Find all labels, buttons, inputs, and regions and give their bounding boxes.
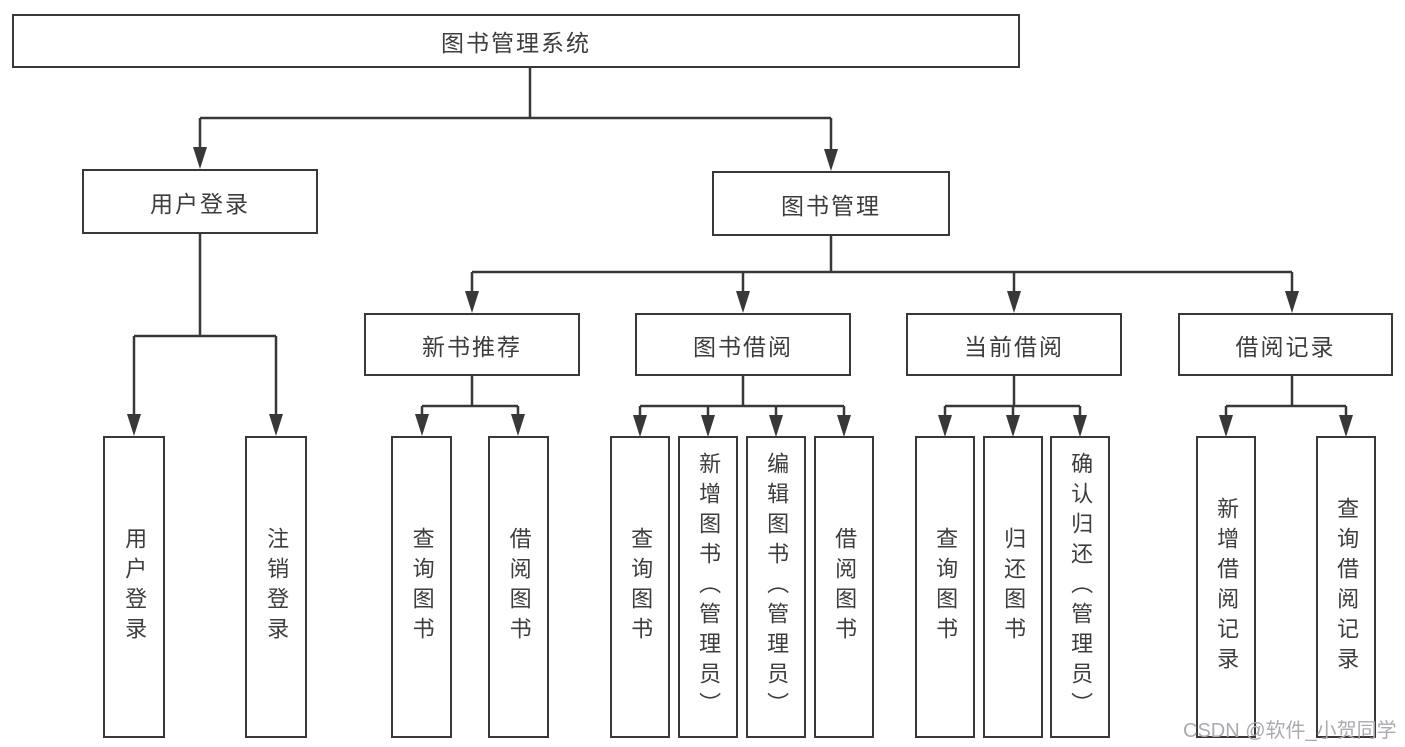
- leaf-user-login: 用户登录: [103, 436, 165, 738]
- node-current-borrow: 当前借阅: [906, 313, 1122, 376]
- leaf-query-books-recommend: 查询图书: [391, 436, 452, 738]
- node-book-borrow-label: 图书借阅: [693, 333, 793, 360]
- csdn-watermark: CSDN @软件_小贺同学: [1183, 720, 1397, 742]
- leaf-query-books-current-label: 查询图书: [933, 527, 959, 647]
- leaf-confirm-return-admin: 确认归还（管理员）: [1050, 436, 1110, 738]
- leaf-query-borrow-record-label: 查询借阅记录: [1334, 497, 1360, 677]
- leaf-add-borrow-record: 新增借阅记录: [1196, 436, 1256, 738]
- node-book-management-label: 图书管理: [781, 192, 881, 219]
- leaf-query-books-current: 查询图书: [915, 436, 975, 738]
- leaf-borrow-books-recommend: 借阅图书: [488, 436, 549, 738]
- node-borrow-records: 借阅记录: [1178, 313, 1393, 376]
- leaf-return-book-label: 归还图书: [1001, 527, 1027, 647]
- leaf-logout: 注销登录: [245, 436, 307, 738]
- node-user-login-label: 用户登录: [150, 190, 250, 217]
- leaf-query-borrow-record: 查询借阅记录: [1316, 436, 1376, 738]
- node-borrow-records-label: 借阅记录: [1235, 333, 1336, 360]
- node-new-book-recommend: 新书推荐: [364, 313, 580, 376]
- node-current-borrow-label: 当前借阅: [964, 333, 1064, 360]
- leaf-add-book-admin-label: 新增图书（管理员）: [696, 452, 722, 722]
- leaf-confirm-return-admin-label: 确认归还（管理员）: [1068, 452, 1094, 722]
- leaf-return-book: 归还图书: [983, 436, 1043, 738]
- leaf-logout-label: 注销登录: [264, 527, 290, 647]
- leaf-query-books-recommend-label: 查询图书: [409, 527, 435, 647]
- leaf-add-book-admin: 新增图书（管理员）: [678, 436, 738, 738]
- node-library-system-label: 图书管理系统: [441, 30, 591, 56]
- node-user-login: 用户登录: [82, 169, 318, 234]
- leaf-add-borrow-record-label: 新增借阅记录: [1214, 497, 1240, 677]
- node-new-book-recommend-label: 新书推荐: [422, 333, 522, 360]
- leaf-edit-book-admin-label: 编辑图书（管理员）: [764, 452, 790, 722]
- leaf-borrow-books: 借阅图书: [814, 436, 874, 738]
- leaf-edit-book-admin: 编辑图书（管理员）: [746, 436, 806, 738]
- node-book-management: 图书管理: [712, 171, 950, 236]
- leaf-query-books-borrow: 查询图书: [610, 436, 670, 738]
- node-library-system: 图书管理系统: [12, 14, 1020, 68]
- leaf-borrow-books-label: 借阅图书: [832, 527, 858, 647]
- leaf-borrow-books-recommend-label: 借阅图书: [506, 527, 532, 647]
- arrowheads: [127, 147, 1353, 437]
- node-book-borrow: 图书借阅: [635, 313, 851, 376]
- leaf-query-books-borrow-label: 查询图书: [628, 527, 654, 647]
- leaf-user-login-label: 用户登录: [122, 527, 148, 647]
